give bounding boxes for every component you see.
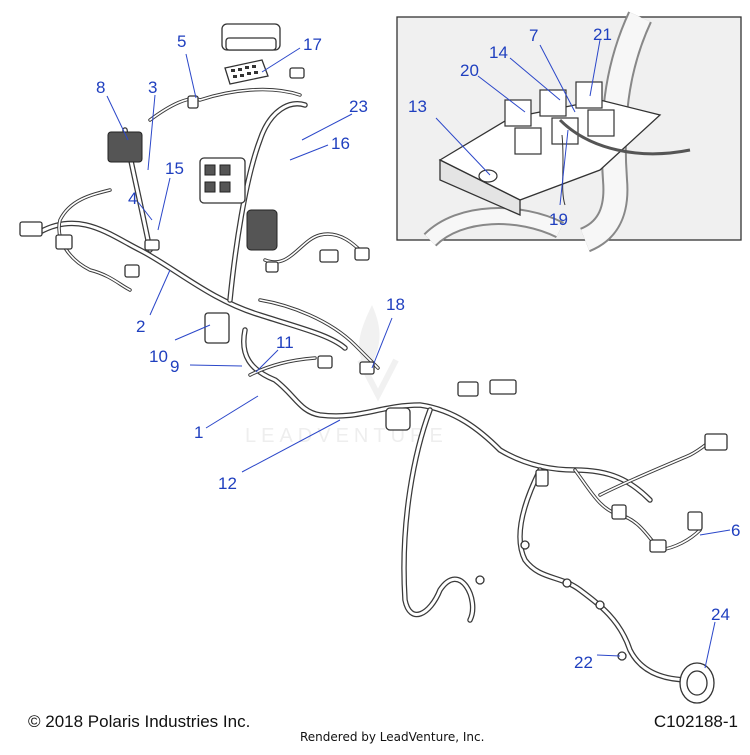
- callout-6: 6: [731, 521, 740, 540]
- callout-11: 11: [276, 333, 294, 352]
- callout-22: 22: [574, 653, 593, 672]
- copyright-text: © 2018 Polaris Industries Inc.: [28, 712, 251, 731]
- callout-3: 3: [148, 78, 157, 97]
- callout-2: 2: [136, 317, 145, 336]
- callout-1: 1: [194, 423, 203, 442]
- callout-13: 13: [408, 97, 427, 116]
- callout-20: 20: [460, 61, 479, 80]
- end-connector-left: [19, 221, 43, 237]
- ecu-connector: [246, 209, 278, 251]
- figure-code: C102188-1: [653, 712, 738, 731]
- callout-5: 5: [177, 32, 186, 51]
- callout-8: 8: [96, 78, 105, 97]
- end-connector-right: [704, 433, 728, 451]
- callouts: 1 2 3 4 5 6 8 9 10 11 12 15 16 17 18 22 …: [96, 25, 740, 672]
- grommet: [385, 407, 411, 431]
- callout-14: 14: [489, 43, 508, 62]
- watermark: LEADVENTURE: [245, 305, 443, 447]
- callout-17: 17: [303, 35, 322, 54]
- harness-bracket: [204, 312, 230, 344]
- callout-16: 16: [331, 134, 350, 153]
- callout-7: 7: [529, 26, 538, 45]
- callout-23: 23: [349, 97, 368, 116]
- callout-24: 24: [711, 605, 730, 624]
- callout-9: 9: [170, 357, 179, 376]
- connector-cluster: [107, 131, 143, 163]
- leader-lines: [106, 39, 731, 669]
- harness-components: [19, 23, 728, 704]
- callout-4: 4: [128, 189, 137, 208]
- callout-15: 15: [165, 159, 184, 178]
- callout-19: 19: [549, 210, 568, 229]
- rendered-by-text: Rendered by LeadVenture, Inc.: [300, 730, 485, 744]
- callout-10: 10: [149, 347, 168, 366]
- inset-detail: [396, 11, 742, 253]
- callout-18: 18: [386, 295, 405, 314]
- callout-21: 21: [593, 25, 612, 44]
- callout-12: 12: [218, 474, 237, 493]
